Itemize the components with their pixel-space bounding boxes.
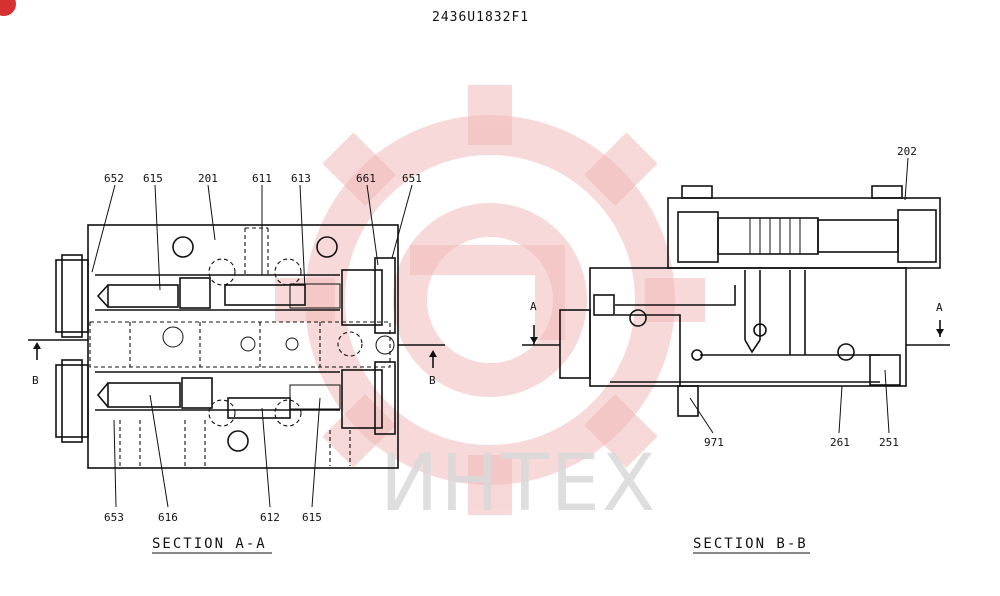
cut-letter-a-left: A xyxy=(530,300,537,313)
part-label-653: 653 xyxy=(104,511,124,524)
section-bb-drawing xyxy=(522,157,950,434)
part-label-971: 971 xyxy=(704,436,724,449)
part-label-616: 616 xyxy=(158,511,178,524)
part-label-652: 652 xyxy=(104,172,124,185)
part-label-615-top: 615 xyxy=(143,172,163,185)
part-label-201: 201 xyxy=(198,172,218,185)
section-aa-caption: SECTION A-A xyxy=(152,536,267,552)
cut-letter-b-left: B xyxy=(32,374,39,387)
drawing-number: 2436U1832F1 xyxy=(432,10,529,25)
watermark-text: ИНТЕХ xyxy=(380,439,657,529)
cut-letter-b-right: B xyxy=(429,374,436,387)
section-aa-drawing xyxy=(28,184,445,508)
watermark-gear-icon xyxy=(0,0,705,515)
part-label-611: 611 xyxy=(252,172,272,185)
part-label-615-bottom: 615 xyxy=(302,511,322,524)
part-label-202: 202 xyxy=(897,145,917,158)
part-label-261: 261 xyxy=(830,436,850,449)
part-label-612: 612 xyxy=(260,511,280,524)
part-label-661: 661 xyxy=(356,172,376,185)
part-label-613: 613 xyxy=(291,172,311,185)
part-label-651: 651 xyxy=(402,172,422,185)
cut-letter-a-right: A xyxy=(936,301,943,314)
section-bb-caption: SECTION B-B xyxy=(693,536,808,552)
part-label-251: 251 xyxy=(879,436,899,449)
